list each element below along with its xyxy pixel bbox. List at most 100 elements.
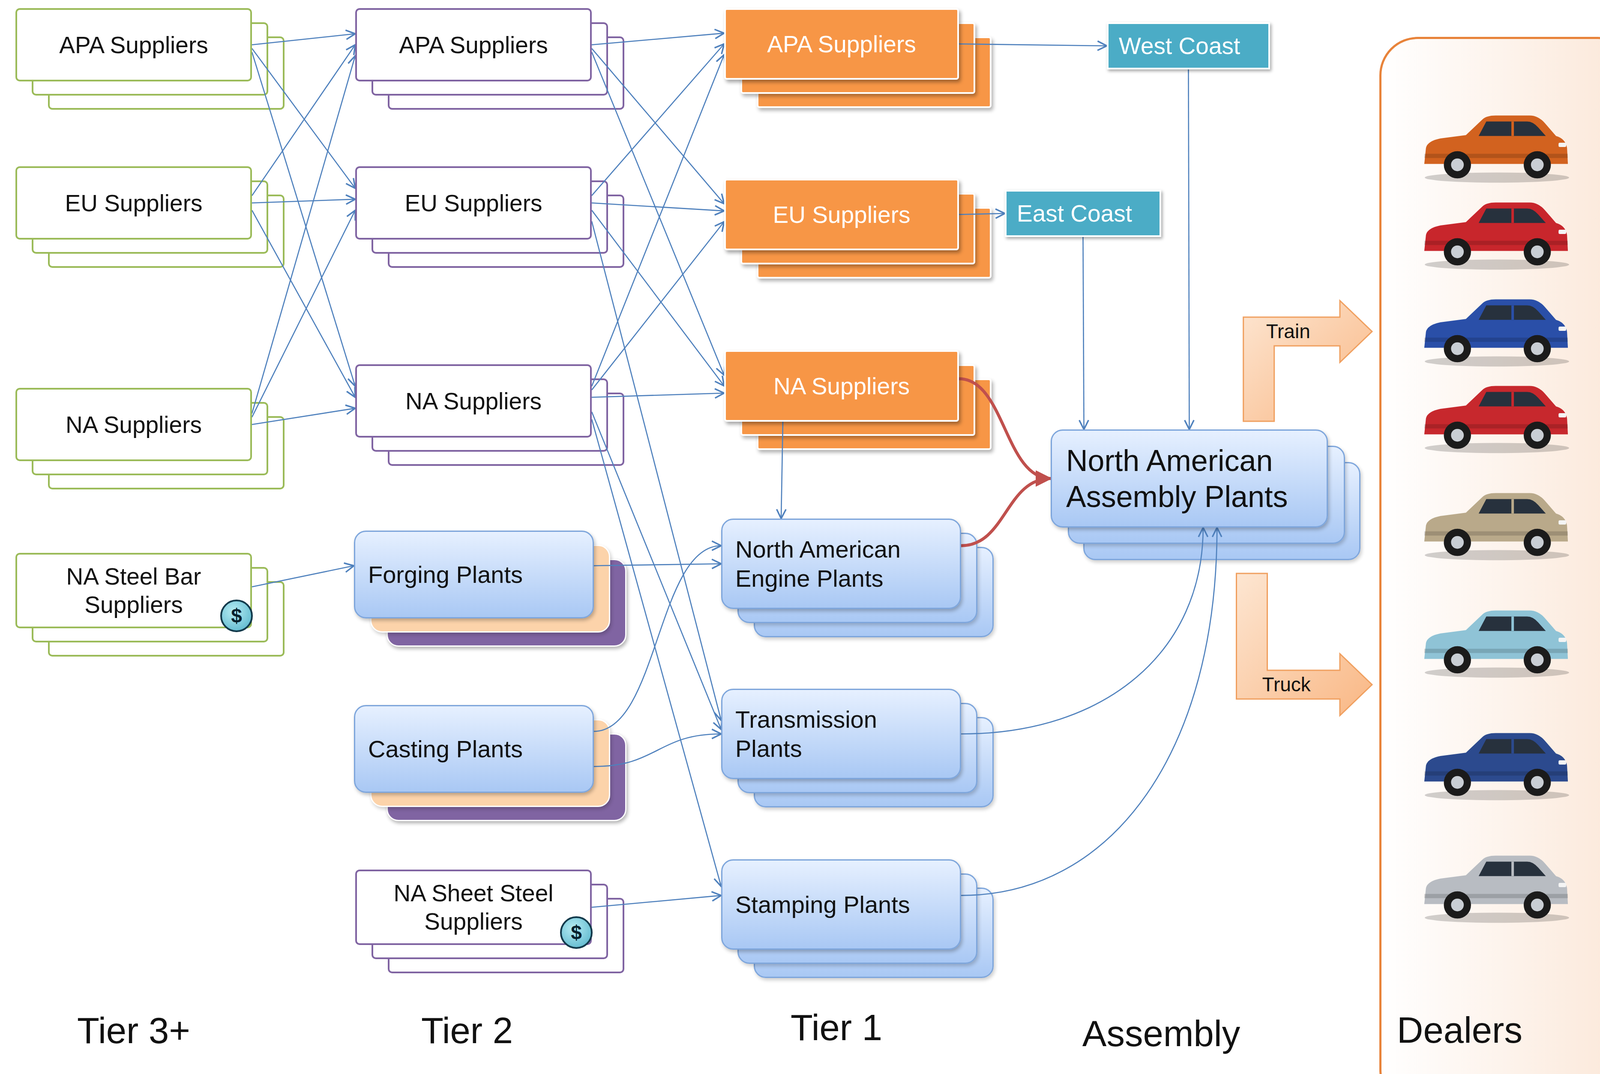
stack-layer	[740, 22, 976, 94]
car-picture	[1424, 386, 1570, 454]
stack-layer	[31, 180, 269, 254]
supplier-box: EU Suppliers	[15, 166, 252, 240]
stack-layer	[370, 719, 611, 807]
supplier-box: NA Suppliers	[724, 350, 959, 422]
node-label: APA Suppliers	[398, 30, 549, 60]
flow-arrow	[251, 52, 356, 387]
flow-arrow	[958, 44, 1107, 47]
port-box: West Coast	[1106, 22, 1271, 70]
plant-box: Casting Plants	[353, 704, 594, 793]
stack-layer	[31, 566, 269, 643]
node-label: NA Steel Bar Suppliers	[32, 562, 235, 619]
flow-arrow	[591, 48, 725, 204]
car-picture	[1424, 610, 1570, 678]
node-label: APA Suppliers	[59, 30, 209, 60]
flow-arrow	[591, 52, 725, 376]
flow-arrow	[591, 32, 725, 45]
connector-group	[251, 32, 1373, 908]
flow-arrow	[1188, 69, 1190, 430]
cost-coin: $	[220, 599, 253, 633]
plant-box: North American Assembly Plants	[1050, 429, 1328, 528]
supplier-box: NA Suppliers	[15, 387, 252, 462]
supplier-box: APA Suppliers	[724, 8, 959, 80]
stack-layer	[737, 702, 978, 794]
block-arrow	[1243, 300, 1373, 422]
node-label: Stamping Plants	[735, 889, 911, 919]
stack-layer	[740, 364, 976, 436]
plant-box: North American Engine Plants	[721, 518, 962, 609]
stack-layer	[31, 401, 269, 476]
car-picture	[1424, 299, 1570, 367]
car-picture	[1424, 855, 1570, 923]
flow-arrow	[251, 48, 356, 189]
node-label: West Coast	[1118, 31, 1241, 60]
car-picture	[1424, 115, 1570, 183]
edge-label: Truck	[1261, 672, 1311, 697]
flow-arrow	[591, 419, 722, 887]
flow-arrow	[251, 210, 356, 418]
stack-layer	[370, 544, 611, 633]
stack-layer	[371, 378, 609, 452]
stack-layer	[371, 22, 609, 96]
port-box: East Coast	[1004, 189, 1162, 237]
flow-arrow	[591, 221, 725, 390]
stack-layer	[371, 180, 609, 254]
feed-arrow	[961, 478, 1051, 546]
stack-layer	[740, 192, 976, 265]
flow-arrow	[961, 527, 1217, 896]
car-picture	[1424, 733, 1570, 801]
flow-arrow	[251, 210, 356, 398]
flow-arrow	[1083, 236, 1085, 430]
flow-arrow	[251, 33, 356, 45]
flow-arrow	[251, 44, 356, 196]
cost-coin: $	[560, 916, 593, 949]
supplier-box: EU Suppliers	[724, 178, 959, 251]
flow-arrow	[591, 895, 722, 908]
flow-arrow	[591, 203, 725, 212]
stack-layer	[31, 22, 269, 96]
flow-arrow	[591, 44, 725, 196]
node-label: NA Suppliers	[405, 386, 542, 416]
node-label: NA Suppliers	[773, 371, 910, 401]
flow-arrow	[591, 221, 722, 721]
flow-arrow	[591, 392, 725, 398]
flow-arrow	[591, 411, 722, 730]
node-label: North American Engine Plants	[735, 534, 937, 593]
stack-layer	[371, 883, 609, 959]
supplier-box: APA Suppliers	[15, 8, 252, 82]
plant-box: Forging Plants	[353, 530, 594, 619]
stack-layer	[737, 873, 978, 964]
node-label: EU Suppliers	[404, 188, 543, 218]
tier-label: Tier 1	[790, 1005, 883, 1050]
flow-arrow	[251, 55, 356, 414]
flow-arrow	[593, 563, 722, 567]
flow-arrow	[591, 54, 725, 387]
supplier-box: APA Suppliers	[355, 8, 592, 82]
plant-box: Stamping Plants	[721, 859, 962, 950]
flow-arrow	[961, 527, 1204, 735]
plant-box: Transmission Plants	[721, 688, 962, 780]
flow-arrow	[958, 213, 1005, 215]
dealer-panel-fill	[1380, 37, 1600, 1074]
supplier-box: NA Steel Bar Suppliers	[15, 552, 252, 629]
node-label: EU Suppliers	[773, 200, 911, 229]
feed-arrow	[958, 378, 1051, 479]
dealer-panel: Dealers	[1379, 36, 1600, 1074]
tier-label: Assembly	[1082, 1011, 1241, 1056]
flow-arrow	[781, 421, 783, 519]
node-label: Transmission Plants	[735, 704, 937, 763]
node-label: Casting Plants	[368, 734, 523, 764]
supplier-box: EU Suppliers	[355, 166, 592, 240]
car-picture	[1424, 202, 1570, 270]
node-label: Dealers	[1396, 1008, 1523, 1052]
node-label: EU Suppliers	[65, 188, 203, 218]
flow-arrow	[251, 408, 356, 425]
car-picture	[1424, 493, 1570, 561]
node-label: North American Assembly Plants	[1066, 442, 1317, 515]
flow-arrow	[251, 565, 354, 587]
flow-arrow	[593, 545, 722, 732]
node-label: NA Sheet Steel Suppliers	[372, 878, 575, 936]
